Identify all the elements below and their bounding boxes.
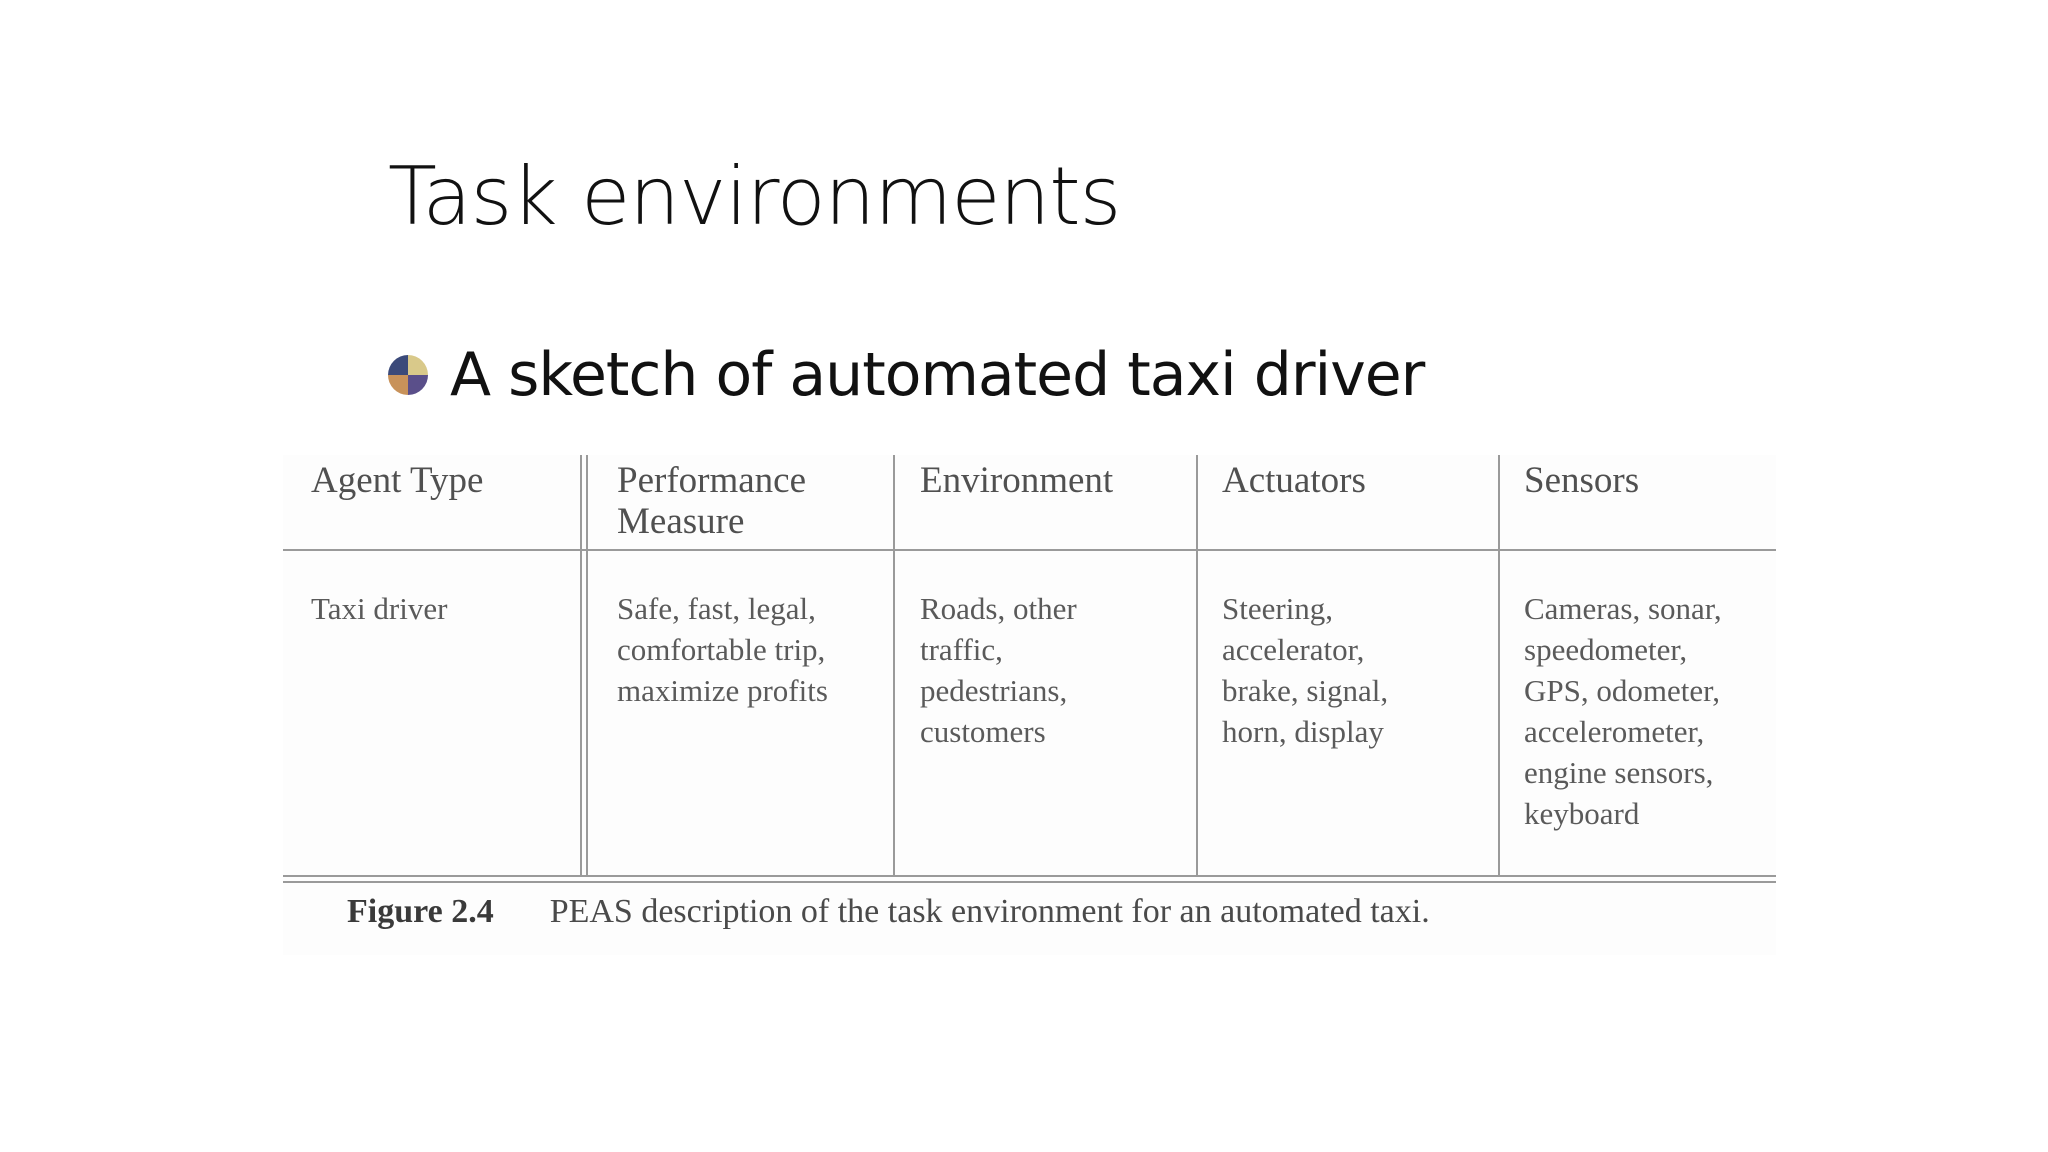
bottom-rule bbox=[283, 875, 1776, 877]
cell-agent-type: Taxi driver bbox=[311, 591, 448, 626]
column-divider bbox=[580, 455, 582, 877]
bullet-text: A sketch of automated taxi driver bbox=[450, 340, 1425, 410]
bottom-rule bbox=[283, 881, 1776, 883]
cell-performance-measure: Safe, fast, legal, comfortable trip, max… bbox=[617, 591, 828, 708]
cell-actuators: Steering, accelerator, brake, signal, ho… bbox=[1222, 591, 1389, 749]
peas-figure: Agent Type Performance Measure Environme… bbox=[283, 455, 1776, 955]
column-divider bbox=[1498, 455, 1500, 877]
header-environment: Environment bbox=[920, 460, 1114, 501]
cell-environment: Roads, other traffic, pedestrians, custo… bbox=[920, 591, 1077, 749]
cell-sensors: Cameras, sonar, speedometer, GPS, odomet… bbox=[1524, 591, 1722, 831]
column-divider bbox=[586, 455, 588, 877]
column-divider bbox=[1196, 455, 1198, 877]
caption-label: Figure 2.4 bbox=[347, 893, 494, 930]
quadrant-bullet-icon bbox=[388, 355, 428, 395]
header-agent-type: Agent Type bbox=[311, 460, 484, 501]
figure-caption: Figure 2.4 PEAS description of the task e… bbox=[347, 893, 1430, 931]
bullet-item: A sketch of automated taxi driver bbox=[388, 340, 1425, 410]
header-rule bbox=[283, 549, 1776, 551]
slide-title: Task environments bbox=[388, 150, 1121, 243]
header-sensors: Sensors bbox=[1524, 460, 1640, 501]
column-divider bbox=[893, 455, 895, 877]
header-actuators: Actuators bbox=[1222, 460, 1366, 501]
header-performance-measure: Performance Measure bbox=[617, 460, 807, 542]
caption-text: PEAS description of the task environment… bbox=[549, 893, 1430, 930]
